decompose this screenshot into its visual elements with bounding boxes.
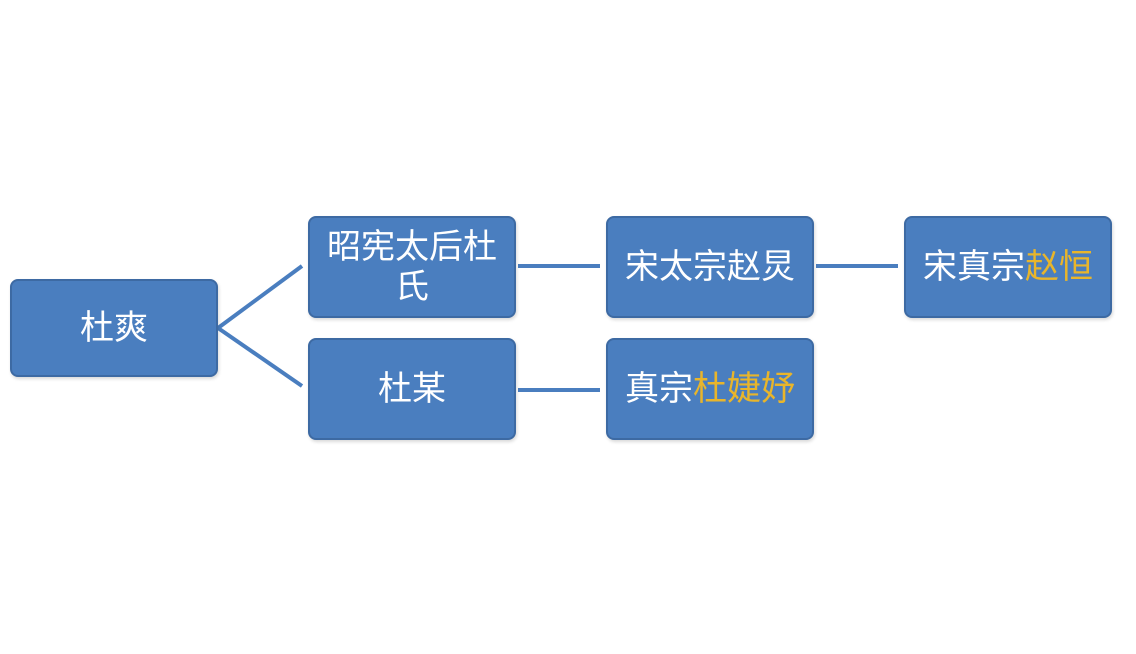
node-great-grandchild-1-highlight: 赵恒	[1025, 247, 1093, 287]
node-great-grandchild-1: 宋真宗赵恒	[904, 216, 1112, 318]
connector-root-to-child-2	[216, 326, 304, 388]
node-great-grandchild-1-label: 宋真宗	[923, 247, 1025, 287]
node-child-1-label: 昭宪太后杜氏	[327, 227, 497, 307]
node-grandchild-2-label: 真宗	[625, 369, 693, 409]
connector-root-to-child-1	[216, 264, 304, 330]
node-grandchild-2-highlight: 杜婕妤	[693, 369, 795, 409]
node-grandchild-2: 真宗杜婕妤	[606, 338, 814, 440]
node-child-2: 杜某	[308, 338, 516, 440]
node-root-label: 杜爽	[80, 308, 148, 348]
node-root: 杜爽	[10, 279, 218, 377]
node-grandchild-1-label: 宋太宗赵炅	[625, 247, 795, 287]
node-child-2-label: 杜某	[378, 369, 446, 409]
node-grandchild-1: 宋太宗赵炅	[606, 216, 814, 318]
node-child-1: 昭宪太后杜氏	[308, 216, 516, 318]
